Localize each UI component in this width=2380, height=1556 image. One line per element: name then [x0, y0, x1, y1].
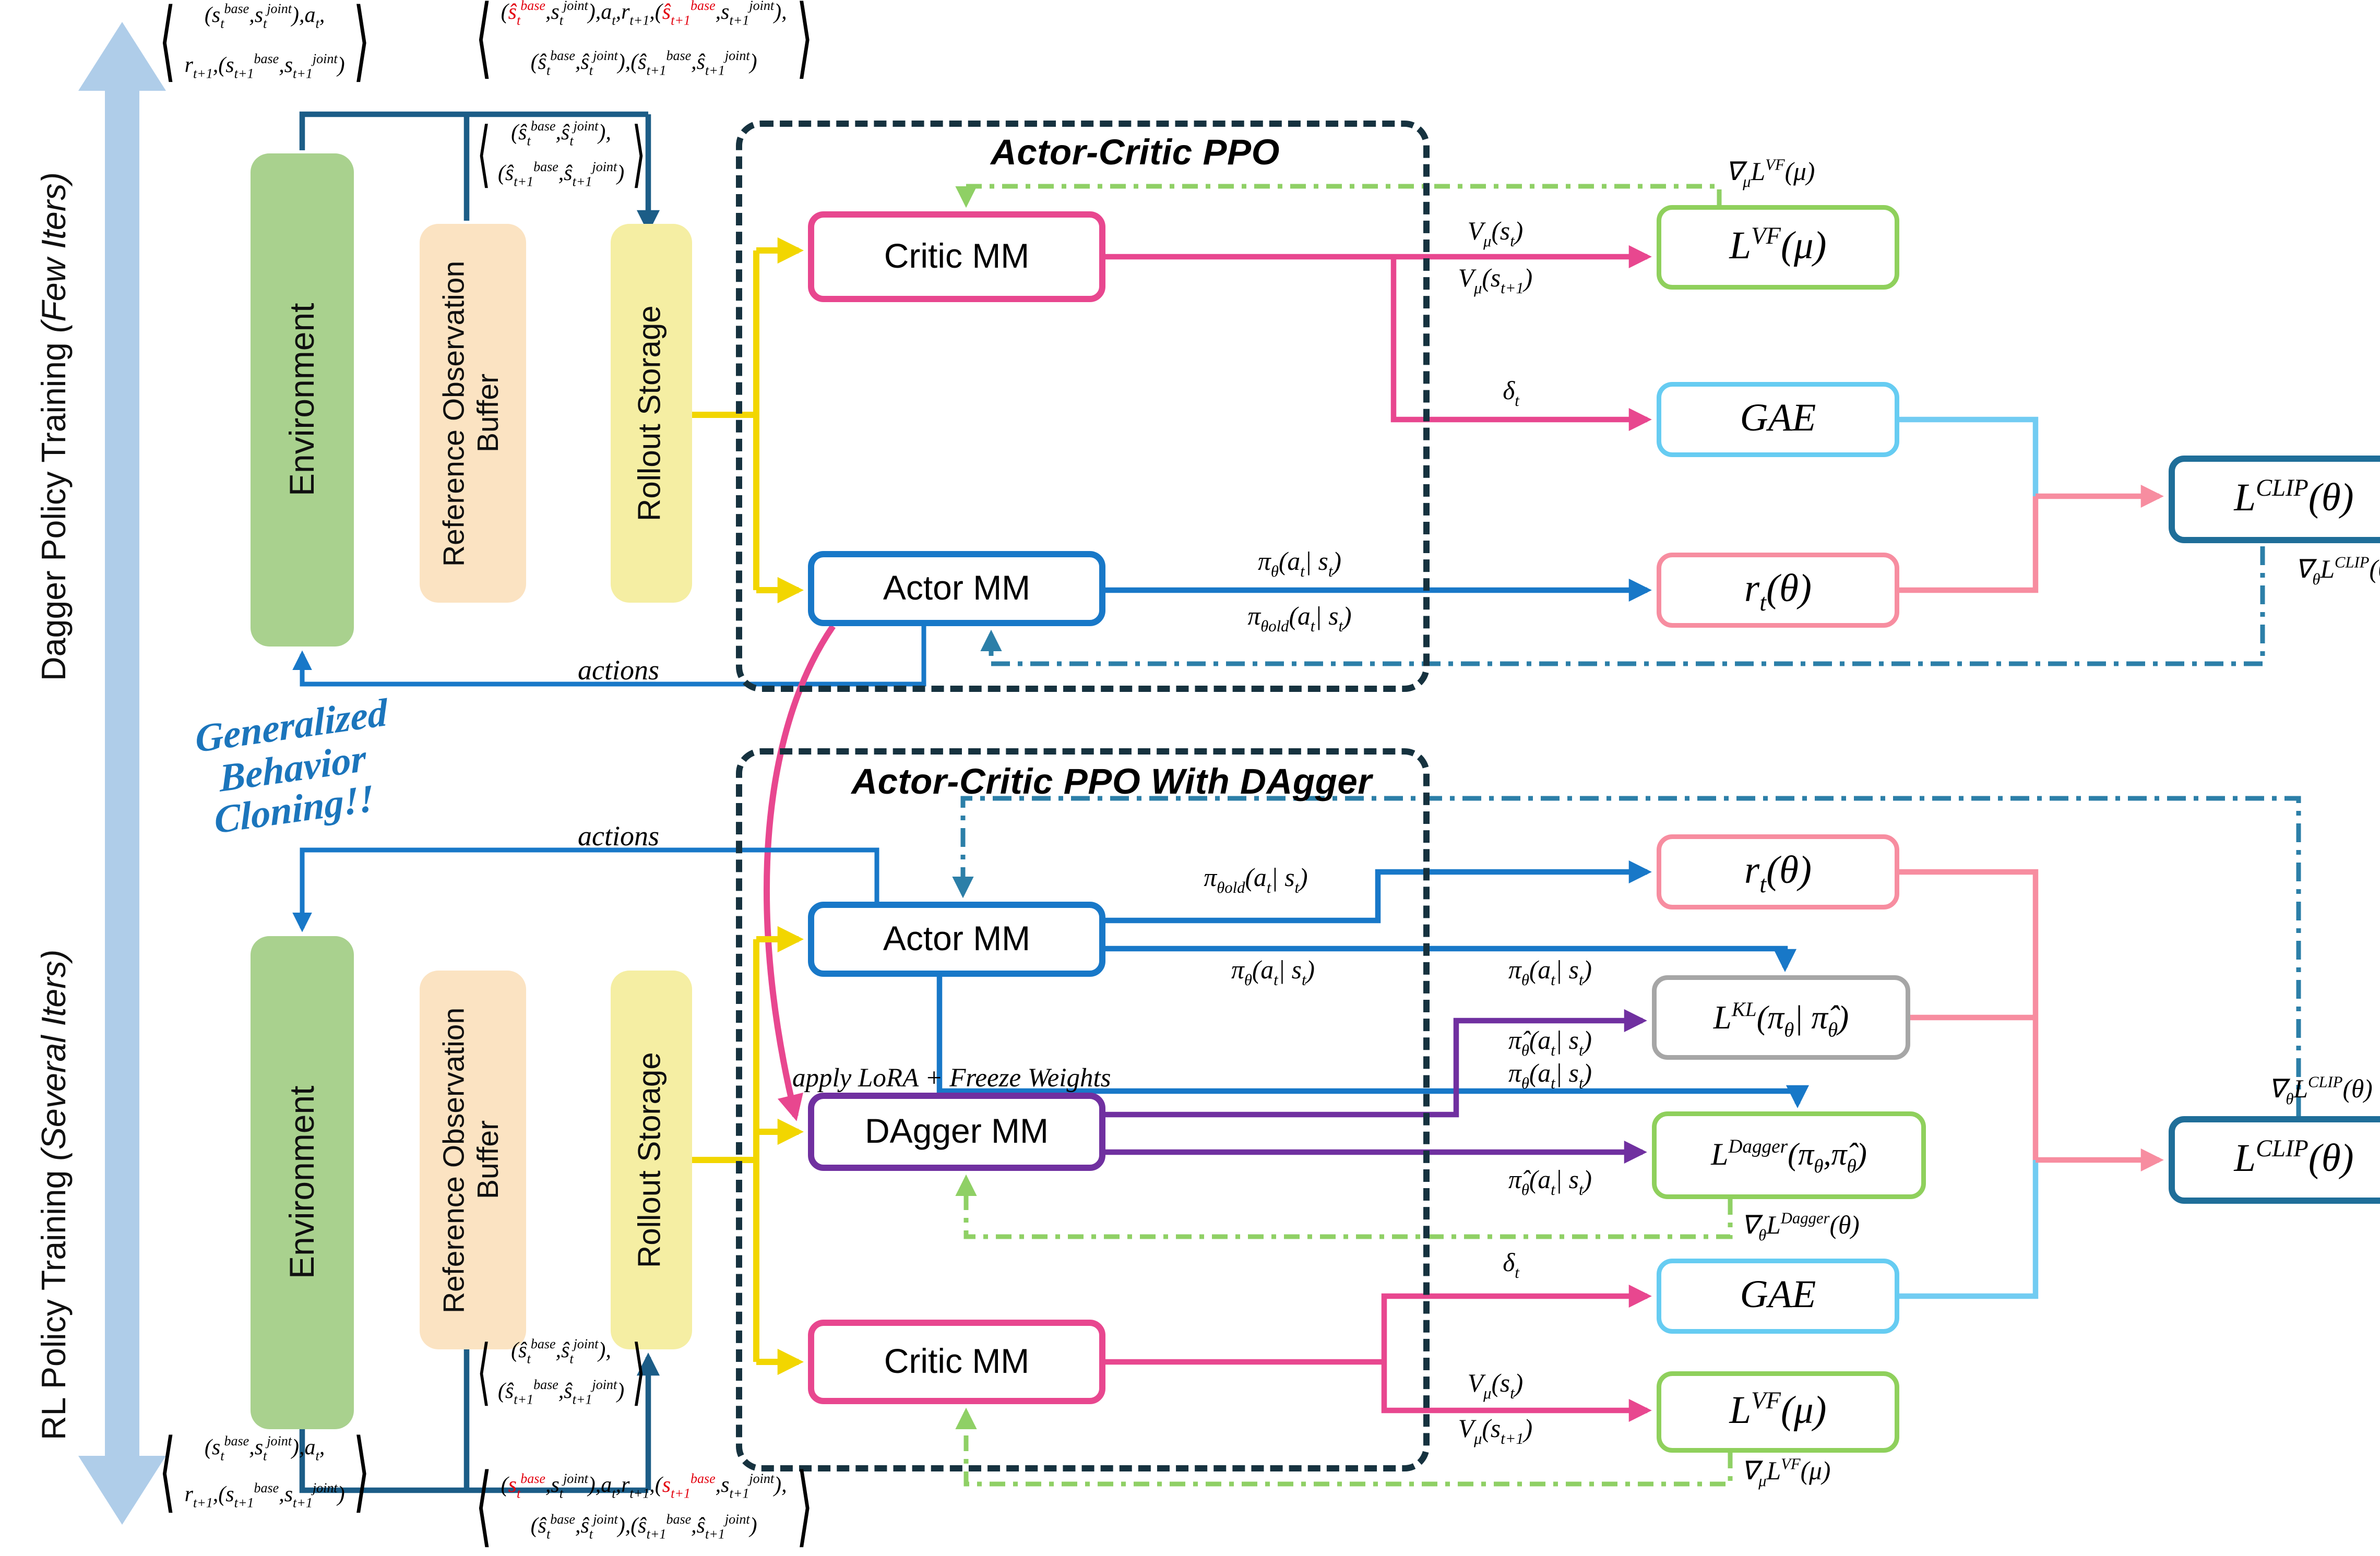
node-rt-top: rt(θ) [1657, 553, 1899, 628]
edge-critic-outputs-top [1105, 245, 1652, 432]
node-critic-mm-top: Critic MM [808, 211, 1105, 302]
node-lvf-bottom: LVF(μ) [1657, 1371, 1899, 1453]
edge-label-grad-clip-top: ∇θLCLIP(θ) [2295, 554, 2380, 589]
node-critic-mm-bottom: Critic MM [808, 1320, 1105, 1404]
edge-label-delta-top: δt [1503, 376, 1519, 411]
formula-mixed-tuple-top: ⟨ (ŝtbase,stjoint),at,rt+1,(ŝt+1base,st+… [475, 0, 813, 88]
label-dagger-policy-training: Dagger Policy Training (Few Iters) [35, 171, 73, 680]
edge-label-grad-dagger: ∇θLDagger(θ) [1741, 1210, 1860, 1245]
edge-label-v-st1-bottom: Vμ(st+1) [1458, 1414, 1533, 1449]
edge-actor-to-dagger-curve [763, 624, 836, 1121]
edge-label-lora: apply LoRA + Freeze Weights [792, 1063, 1111, 1093]
edge-label-pi-hat-kl: π̂θ(at| st) [1508, 1025, 1592, 1060]
edge-rt-to-clip-top [1899, 496, 2039, 593]
node-actor-mm-top: Actor MM [808, 551, 1105, 626]
edge-rt-to-clip-bottom [1899, 869, 2039, 1160]
edge-label-pi-bottom-right: πθ(at| st) [1508, 955, 1592, 990]
formula-env-tuple-top: ⟨ (stbase,stjoint),at, rt+1,(st+1base,st… [159, 0, 371, 91]
edge-label-delta-bottom: δt [1503, 1248, 1519, 1283]
edge-actions-bottom [292, 847, 879, 932]
node-gae-bottom: GAE [1657, 1259, 1899, 1334]
node-ldagger: LDagger(πθ,π̂θ) [1652, 1111, 1926, 1199]
edge-label-grad-vf-bottom: ∇μLVF(μ) [1741, 1456, 1831, 1491]
formula-env-tuple-bottom: ⟨ (stbase,stjoint),at, rt+1,(st+1base,st… [159, 1425, 371, 1522]
edge-label-v-st1-top: Vμ(st+1) [1458, 263, 1533, 298]
formula-mixed-tuple-bottom: ⟨ (stbase,stjoint),at,rt+1,(st+1base,st+… [475, 1459, 813, 1556]
node-lclip-top: LCLIP(θ) [2169, 456, 2380, 543]
edge-gae-to-clip-bottom [1899, 1160, 2039, 1299]
section-actor-critic-ppo-dagger [736, 748, 1430, 1471]
edge-label-pi-bottom-left: πθ(at| st) [1231, 955, 1315, 990]
edge-gradvf-feedback-bottom [955, 1407, 1733, 1487]
node-gae-top: GAE [1657, 382, 1899, 457]
edge-actor-outputs-bottom [936, 860, 1810, 1108]
node-dagger-mm: DAgger MM [808, 1093, 1105, 1171]
formula-hat-tuple-bottom: ⟨ (ŝtbase,ŝtjoint), (ŝt+1base,ŝt+1joint)… [477, 1332, 646, 1413]
edge-label-pi-hat-dagger: π̂θ(at| st) [1508, 1165, 1592, 1200]
edge-label-actions-top: actions [578, 654, 659, 686]
edge-actions-top [292, 626, 926, 687]
edge-label-pi-dagger: πθ(at| st) [1508, 1058, 1592, 1093]
edge-critic-outputs-bottom [1105, 1284, 1652, 1422]
edge-gradvf-feedback-top [955, 184, 1722, 208]
node-rollout-storage-top: Rollout Storage [611, 224, 692, 603]
edge-gae-to-clip-top [1899, 416, 2039, 496]
edge-gradclip-feedback-top [980, 546, 2265, 666]
edge-rollout-feed-top [692, 237, 804, 604]
label-rl-policy-training: RL Policy Training (Several Iters) [35, 949, 73, 1440]
edge-label-pi-top: πθ(at| st) [1257, 546, 1342, 581]
node-lvf-top: LVF(μ) [1657, 205, 1899, 290]
edge-label-grad-vf-top: ∇μLVF(μ) [1725, 157, 1815, 191]
side-double-arrow-icon [78, 22, 166, 1525]
edge-label-grad-clip-bottom: ∇θLCLIP(θ) [2268, 1074, 2373, 1109]
formula-hat-tuple-top: ⟨ (ŝtbase,ŝtjoint), (ŝt+1base,ŝt+1joint)… [477, 114, 646, 195]
edge-label-v-st-bottom: Vμ(st) [1467, 1368, 1524, 1403]
node-environment-bottom: Environment [251, 936, 354, 1429]
edge-label-actions-bottom: actions [578, 820, 659, 852]
edge-label-pi-old-top: πθold(at| st) [1247, 601, 1352, 636]
section-actor-critic-ppo [736, 121, 1430, 692]
node-environment-top: Environment [251, 153, 354, 647]
edge-label-pi-old-bottom: πθold(at| st) [1204, 863, 1308, 897]
edge-gradclip-feedback-bottom [952, 796, 2301, 1116]
node-reference-buffer-top: Reference Observation Buffer [420, 224, 526, 603]
node-reference-buffer-bottom: Reference Observation Buffer [420, 971, 526, 1349]
node-lclip-bottom: LCLIP(θ) [2169, 1116, 2380, 1204]
edge-dagger-outputs-bottom [1105, 1009, 1647, 1164]
edge-rollout-feed-bottom [692, 926, 804, 1375]
edge-obs-tree-top [299, 111, 660, 233]
node-lkl: LKL(πθ| π̂θ) [1652, 975, 1910, 1060]
edge-graddagger-feedback [955, 1174, 1733, 1239]
node-rollout-storage-bottom: Rollout Storage [611, 971, 692, 1349]
section-title-dagger: Actor-Critic PPO With DAgger [851, 761, 1372, 801]
node-actor-mm-bottom: Actor MM [808, 902, 1105, 977]
edge-obs-tree-bottom [299, 1349, 660, 1493]
section-title-ppo: Actor-Critic PPO [990, 131, 1280, 172]
edge-label-v-st-top: Vμ(st) [1467, 216, 1524, 251]
node-rt-bottom: rt(θ) [1657, 834, 1899, 909]
